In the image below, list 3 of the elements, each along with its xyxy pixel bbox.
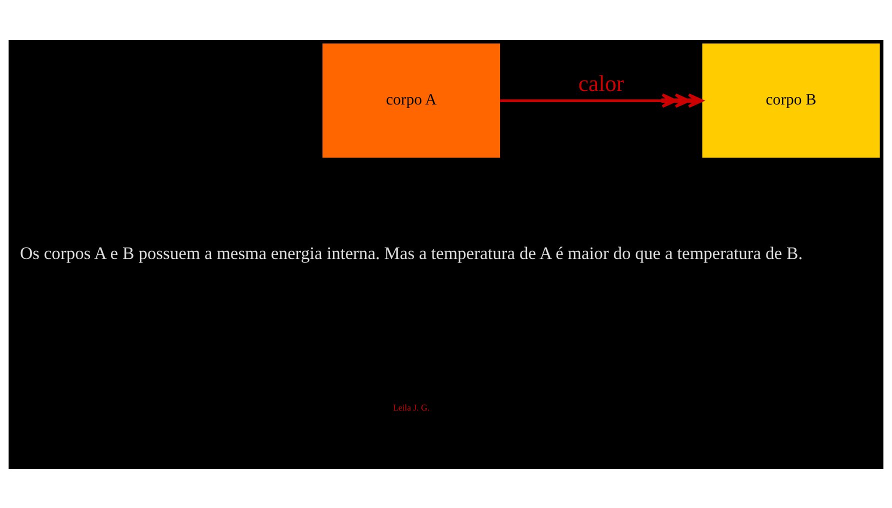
label: Leila J. G. [392, 402, 430, 412]
edge-label: calor [578, 70, 624, 96]
label: Os corpos A e B possuem a mesma energia interna. Mas a temperatura de A é maior do que a temperatura de B. [20, 242, 803, 262]
